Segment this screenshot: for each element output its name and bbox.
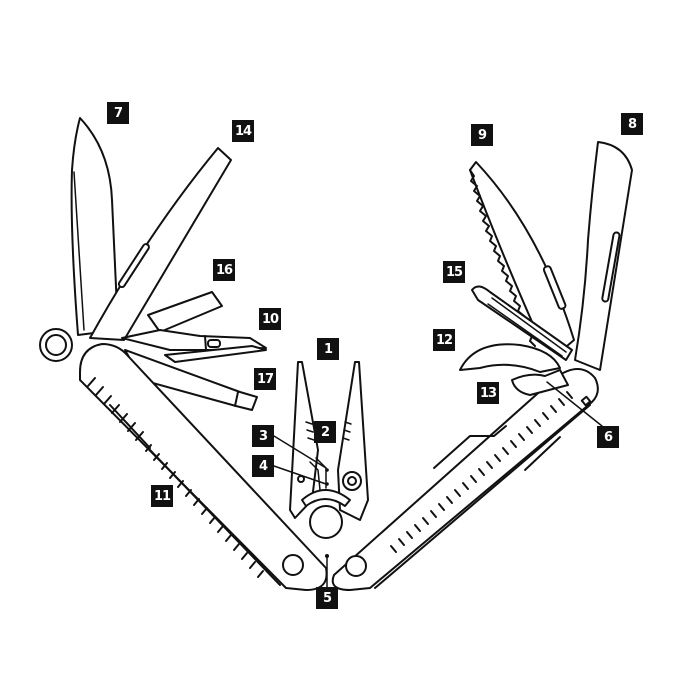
- callout-label-1: 1: [317, 338, 339, 360]
- callout-label-3: 3: [252, 425, 274, 447]
- callout-number: 3: [258, 428, 268, 444]
- scissors: [121, 329, 267, 363]
- ruler-ticks-left: [87, 377, 264, 578]
- callout-number: 9: [477, 127, 487, 143]
- callout-number: 2: [320, 424, 330, 440]
- right-handle: [331, 368, 599, 591]
- callout-number: 13: [479, 385, 497, 401]
- callout-label-11: 11: [151, 485, 173, 507]
- callout-label-5: 5: [316, 587, 338, 609]
- can-opener: [459, 343, 569, 396]
- callout-number: 5: [322, 590, 332, 606]
- callout-label-16: 16: [213, 259, 235, 281]
- callout-number: 7: [113, 105, 123, 121]
- callout-number: 8: [627, 116, 637, 132]
- callout-number: 12: [435, 332, 453, 348]
- callout-number: 17: [256, 371, 274, 387]
- pliers: [289, 361, 369, 558]
- callout-label-12: 12: [433, 329, 455, 351]
- callout-number: 1: [323, 341, 333, 357]
- callout-label-7: 7: [107, 102, 129, 124]
- callout-number: 16: [215, 262, 233, 278]
- callout-label-6: 6: [597, 426, 619, 448]
- callout-label-4: 4: [252, 455, 274, 477]
- callout-label-9: 9: [471, 124, 493, 146]
- ruler-ticks-right: [390, 391, 573, 553]
- straight-blade: [70, 117, 119, 336]
- callout-number: 11: [153, 488, 171, 504]
- callout-label-2: 2: [314, 421, 336, 443]
- callout-label-17: 17: [254, 368, 276, 390]
- file-tool: [89, 147, 232, 341]
- callout-number: 14: [234, 123, 252, 139]
- callout-number: 4: [258, 458, 268, 474]
- serrated-blade: [574, 141, 633, 371]
- small-screwdriver: [147, 291, 223, 333]
- callout-number: 10: [261, 311, 279, 327]
- left-handle: [79, 343, 328, 591]
- callout-number: 15: [445, 264, 463, 280]
- callout-label-10: 10: [259, 308, 281, 330]
- callout-label-8: 8: [621, 113, 643, 135]
- callout-label-15: 15: [443, 261, 465, 283]
- callout-label-14: 14: [232, 120, 254, 142]
- phillips-screwdriver: [471, 285, 573, 361]
- callout-number: 6: [603, 429, 613, 445]
- lanyard-ring: [39, 328, 73, 362]
- callout-label-13: 13: [477, 382, 499, 404]
